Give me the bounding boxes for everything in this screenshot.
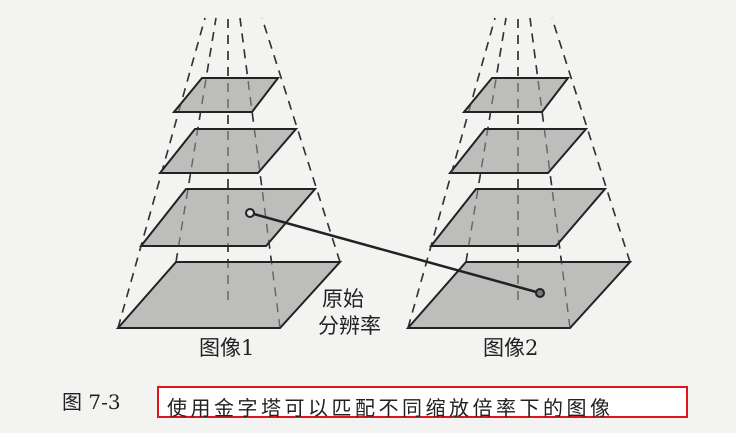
projection-dashed-line-overlay bbox=[117, 17, 206, 329]
match-point-2 bbox=[535, 288, 545, 298]
pyramid-1 bbox=[115, 17, 343, 329]
caption-text: 使用金字塔可以匹配不同缩放倍率下的图像 bbox=[167, 396, 614, 420]
pyramid-layer-4 bbox=[405, 261, 633, 329]
figure-number: 图 7-3 bbox=[62, 390, 121, 414]
pyramid-layer-4 bbox=[115, 261, 343, 329]
caption-highlight-box: 使用金字塔可以匹配不同缩放倍率下的图像 bbox=[157, 386, 688, 420]
pyramid-2 bbox=[405, 17, 633, 329]
projection-dashed-line-overlay bbox=[551, 17, 631, 263]
image2-label: 图像2 bbox=[483, 336, 539, 360]
original-resolution-label-1: 原始 bbox=[322, 287, 364, 311]
match-point-1 bbox=[245, 208, 255, 218]
projection-dashed-line-overlay bbox=[529, 17, 571, 329]
pyramid-layer-1 bbox=[171, 77, 281, 113]
projection-dashed-line-overlay bbox=[261, 17, 341, 263]
projection-dashed-line-overlay bbox=[407, 17, 496, 329]
match-line bbox=[249, 211, 541, 295]
pyramid-layer-1 bbox=[461, 77, 571, 113]
projection-dashed-line-overlay bbox=[239, 17, 281, 329]
original-resolution-label-2: 分辨率 bbox=[318, 314, 381, 338]
image1-label: 图像1 bbox=[199, 336, 255, 360]
